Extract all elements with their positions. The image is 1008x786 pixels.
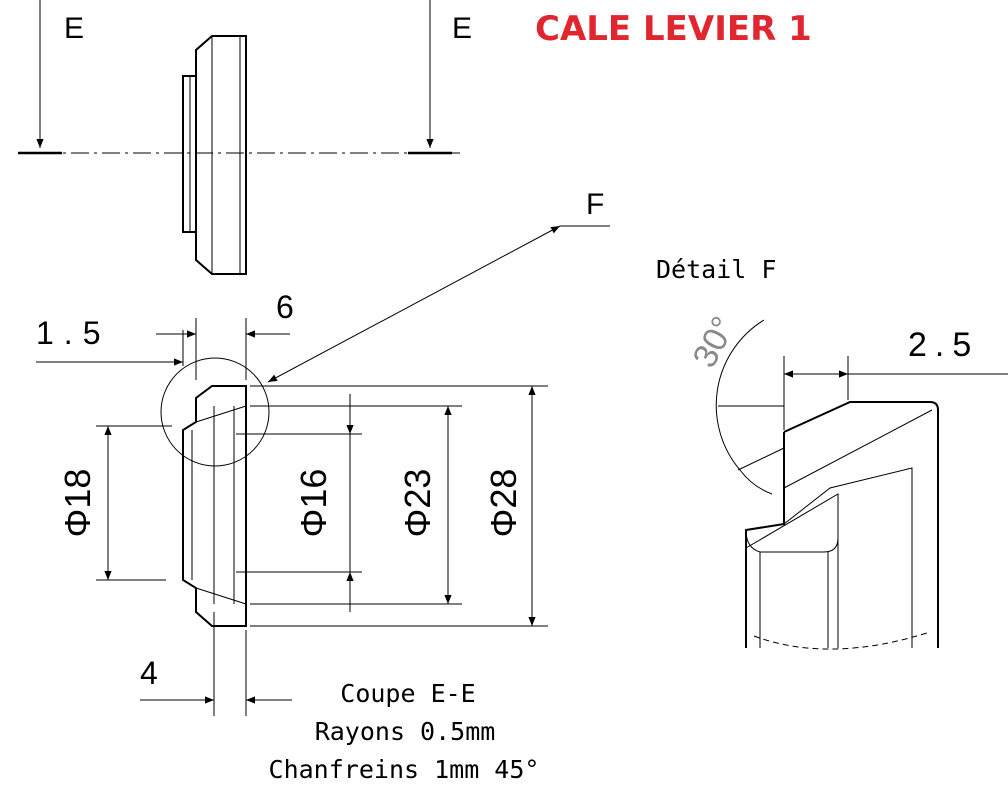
detail-step-left	[745, 488, 785, 648]
section-view: F 1.5 6 4 Φ18 Φ16 Φ23	[36, 188, 610, 716]
detail-inner-edges	[783, 467, 913, 648]
dim-dia23-text: Φ23	[397, 469, 438, 538]
notes: Coupe E-E Rayons 0.5mm Chanfreins 1mm 45…	[269, 679, 540, 784]
drawing-title: CALE LEVIER 1	[535, 9, 812, 49]
detail-title: Détail F	[656, 255, 776, 284]
note-chamfers: Chanfreins 1mm 45°	[269, 755, 540, 784]
note-section: Coupe E-E	[340, 679, 475, 708]
part-side-outline	[195, 35, 247, 275]
detail-view: Détail F 2.5 30°	[656, 255, 1008, 650]
detail-angle-arc	[715, 319, 773, 495]
detail-letter: F	[586, 188, 604, 221]
detail-top-chamfer	[783, 401, 939, 648]
dim-dia28-text: Φ28	[483, 469, 524, 538]
detail-angle-leg	[737, 447, 785, 471]
dim-1-5-text: 1.5	[36, 315, 110, 351]
section-outline	[182, 385, 247, 627]
detail-leader	[267, 225, 561, 383]
section-letter-left: E	[64, 12, 84, 45]
section-letter-right: E	[452, 12, 472, 45]
top-view: E E	[18, 0, 472, 275]
section-chamfer-lines	[195, 405, 247, 605]
detail-circle-f	[160, 357, 270, 467]
detail-step-inner	[745, 493, 839, 648]
detail-break-line	[753, 631, 931, 650]
detail-fillet	[745, 529, 839, 553]
detail-angle-text: 30°	[686, 311, 744, 374]
dim-dia18-text: Φ18	[57, 469, 98, 538]
note-radii: Rayons 0.5mm	[315, 717, 496, 746]
detail-chamfer-edge	[783, 409, 933, 489]
dim-dia16-text: Φ16	[293, 469, 334, 538]
dim-6-text: 6	[276, 289, 294, 325]
detail-dim-2-5-text: 2.5	[908, 326, 979, 364]
dim-4-text: 4	[140, 655, 158, 691]
